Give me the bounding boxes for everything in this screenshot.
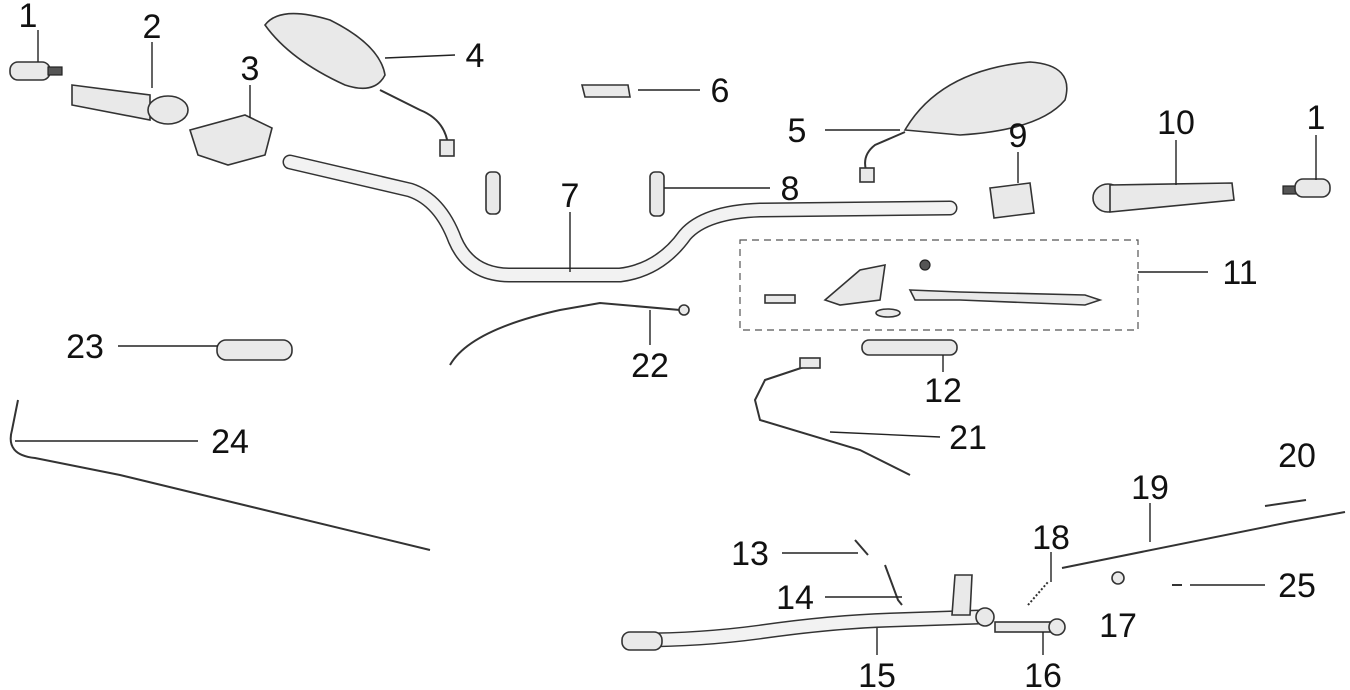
part-switch-housing [188,114,273,166]
part-mirror-left [264,12,455,157]
part-spring-13 [854,539,869,556]
callout-22: 22 [631,347,669,385]
callout-12: 12 [924,372,962,410]
part-lever-cover [861,339,958,356]
callout-20: 20 [1278,437,1316,475]
callout-16: 16 [1024,657,1062,690]
part-bolt [994,618,1066,636]
callout-1-right: 1 [1307,99,1326,137]
callout-18: 18 [1032,519,1070,557]
part-mirror-right [859,61,1068,183]
callout-8: 8 [781,170,800,208]
callout-6: 6 [711,72,730,110]
part-cable-22 [449,301,681,366]
part-cable-21 [753,364,911,476]
part-spring-18 [1027,581,1049,606]
callout-2: 2 [143,8,162,46]
callout-19: 19 [1131,469,1169,507]
callout-17: 17 [1099,607,1137,645]
callout-5: 5 [788,112,807,150]
part-handlebar [282,154,958,283]
callout-9: 9 [1009,117,1028,155]
callout-7: 7 [561,177,580,215]
callout-24: 24 [211,423,249,461]
callout-23: 23 [66,328,104,366]
leader-lines [15,30,1317,655]
part-grip-right [1092,182,1235,213]
callout-14: 14 [776,579,814,617]
part-spring-14 [884,564,903,606]
lever-assembly-box [739,239,1139,331]
callout-25: 25 [1278,567,1316,605]
callout-21: 21 [949,419,987,457]
part-23 [216,339,293,361]
part-brake-rod [1061,511,1346,569]
part-throttle-housing [989,182,1035,219]
part-pin [649,171,665,217]
callout-15: 15 [858,657,896,690]
callout-1: 1 [19,0,38,35]
callout-11: 11 [1222,254,1257,292]
callout-4: 4 [466,37,485,75]
part-nut [1111,571,1125,585]
callout-3: 3 [241,50,260,88]
callout-13: 13 [731,535,769,573]
callout-10: 10 [1157,104,1195,142]
part-pin [485,171,501,215]
part-bar-end-right [1282,178,1331,198]
part-lever-assembly [764,259,1103,318]
part-spring-20 [1264,499,1307,507]
part-brake-pedal [621,574,995,651]
part-bar-end-left [9,61,63,81]
part-clamp [580,84,631,98]
callout-labels: 1 2 3 4 5 6 7 8 9 10 1 11 12 13 14 15 16… [19,0,1326,690]
part-throttle-cable [9,399,431,551]
part-grip-left [71,84,189,125]
